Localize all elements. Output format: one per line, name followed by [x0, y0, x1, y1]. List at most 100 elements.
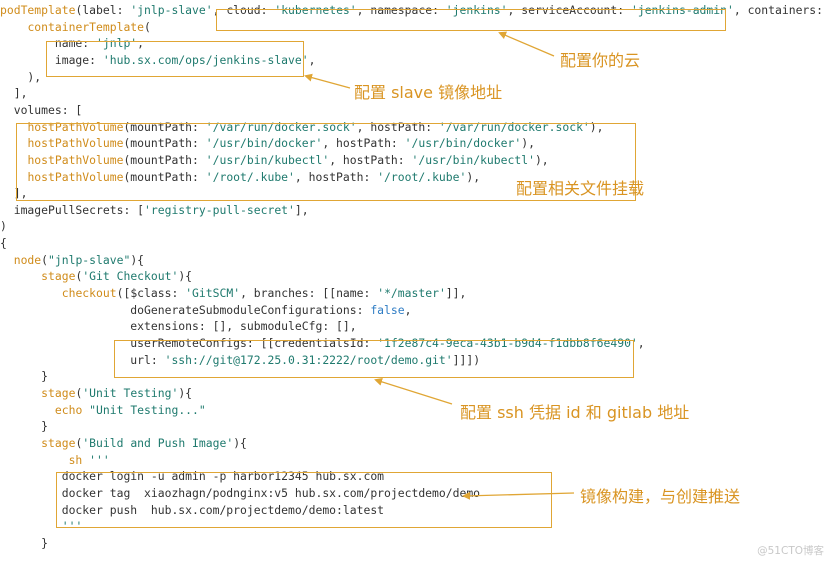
code-token: {: [0, 236, 7, 251]
code-token: 'hub.sx.com/ops/jenkins-slave': [102, 52, 309, 67]
code-token: ){: [233, 435, 247, 450]
code-token: sh: [68, 452, 83, 467]
code-token: (mountPath:: [123, 152, 206, 167]
code-token: , namespace:: [356, 3, 446, 17]
arrow-build: [462, 491, 575, 500]
code-line: ],: [0, 85, 28, 101]
code-token: '*/master': [377, 286, 446, 301]
code-line: imagePullSecrets: ['registry-pull-secret…: [0, 202, 309, 218]
code-token: (mountPath:: [123, 136, 206, 151]
code-token: , branches: [[name:: [240, 286, 378, 301]
arrow-cloud: [498, 31, 555, 57]
code-token: imagePullSecrets: [: [0, 202, 145, 217]
code-token: '/usr/bin/kubectl': [205, 152, 330, 167]
code-token: false: [370, 302, 405, 317]
code-token: 'Unit Testing': [82, 385, 179, 400]
code-token: , hostPath:: [322, 136, 405, 151]
code-token: ],: [294, 202, 309, 217]
code-token: }: [0, 419, 49, 434]
code-token: '/usr/bin/docker': [404, 136, 522, 151]
code-token: 'jenkins': [445, 3, 508, 17]
code-token: image:: [0, 52, 103, 67]
arrow-slave-image: [304, 73, 351, 89]
code-token: ),: [466, 169, 481, 184]
code-token: hostPathVolume: [27, 169, 124, 184]
code-line: checkout([$class: 'GitSCM', branches: [[…: [0, 285, 467, 301]
code-token: ]],: [445, 286, 467, 301]
code-token: ),: [534, 152, 549, 167]
code-line: stage('Unit Testing'){: [0, 385, 192, 401]
code-line: ''': [0, 518, 83, 534]
code-token: 'Git Checkout': [82, 269, 179, 284]
code-token: '/usr/bin/kubectl': [411, 152, 535, 167]
code-token: doGenerateSubmoduleConfigurations:: [0, 302, 371, 317]
code-token: ,: [137, 36, 145, 51]
code-token: checkout: [61, 286, 117, 301]
code-token: '/usr/bin/docker': [205, 136, 323, 151]
callout-volumes: 配置相关文件挂载: [516, 179, 645, 198]
code-token: ],: [0, 86, 28, 101]
code-line: ],: [0, 185, 28, 201]
code-line: node("jnlp-slave"){: [0, 252, 144, 268]
code-line: userRemoteConfigs: [[credentialsId: '1f2…: [0, 335, 644, 351]
callout-slave-image: 配置 slave 镜像地址: [354, 83, 503, 102]
code-token: url:: [0, 352, 165, 367]
code-token: docker tag xiaozhagn/podnginx:v5 hub.sx.…: [0, 485, 481, 500]
code-token: hostPathVolume: [27, 152, 124, 167]
code-token: stage: [41, 269, 76, 284]
code-token: , hostPath:: [294, 169, 378, 184]
code-line: doGenerateSubmoduleConfigurations: false…: [0, 302, 411, 318]
code-token: ,: [404, 302, 412, 317]
code-line: ): [0, 218, 7, 234]
code-line: sh ''': [0, 452, 110, 468]
code-token: }: [0, 535, 49, 550]
code-line: docker push hub.sx.com/projectdemo/demo:…: [0, 502, 384, 518]
callout-build: 镜像构建，与创建推送: [580, 487, 741, 506]
code-line: docker tag xiaozhagn/podnginx:v5 hub.sx.…: [0, 485, 480, 501]
code-line: containerTemplate(: [0, 19, 151, 35]
code-token: echo: [54, 402, 83, 417]
code-token: '/root/.kube': [205, 169, 295, 184]
code-token: name:: [0, 36, 97, 51]
code-token: (: [41, 252, 49, 267]
code-token: (mountPath:: [123, 169, 206, 184]
code-token: (: [75, 385, 83, 400]
code-line: hostPathVolume(mountPath: '/usr/bin/dock…: [0, 135, 535, 151]
code-token: ],: [0, 186, 28, 201]
code-token: ){: [130, 252, 145, 267]
code-token: "jnlp-slave": [48, 252, 131, 267]
code-token: , serviceAccount:: [507, 3, 631, 17]
code-line: echo "Unit Testing...": [0, 402, 206, 418]
cloud-config-box: [216, 9, 726, 31]
code-line: volumes: [: [0, 102, 83, 118]
code-token: ]]]): [452, 352, 481, 367]
code-token: 'GitSCM': [185, 286, 241, 301]
code-token: 'ssh://git@172.25.0.31:2222/root/demo.gi…: [164, 352, 453, 367]
code-line: {: [0, 235, 7, 251]
callout-ssh: 配置 ssh 凭据 id 和 gitlab 地址: [460, 403, 690, 422]
code-line: hostPathVolume(mountPath: '/usr/bin/kube…: [0, 152, 549, 168]
code-token: ){: [178, 385, 193, 400]
code-token: ): [0, 219, 7, 234]
arrow-ssh: [374, 377, 453, 405]
code-token: ),: [0, 69, 42, 84]
code-line: stage('Git Checkout'){: [0, 268, 192, 284]
code-token: '/root/.kube': [377, 169, 467, 184]
code-token: (: [75, 435, 83, 450]
watermark: @51CTO博客: [757, 545, 824, 557]
code-token: 'Build and Push Image': [82, 435, 234, 450]
code-token: , containers: [: [733, 3, 832, 17]
slave-image-box: [46, 41, 304, 77]
volumes-box: [16, 123, 636, 201]
code-token: volumes: [: [0, 102, 83, 117]
ssh-credentials-box: [114, 340, 634, 378]
code-token: }: [0, 369, 49, 384]
code-token: ([$class:: [116, 286, 186, 301]
code-line: stage('Build and Push Image'){: [0, 435, 247, 451]
code-token: containerTemplate: [27, 19, 145, 34]
code-line: }: [0, 418, 48, 434]
code-token: (: [144, 19, 151, 34]
code-token: , hostPath:: [329, 152, 412, 167]
docker-build-box: [56, 472, 552, 528]
code-line: ),: [0, 69, 41, 85]
